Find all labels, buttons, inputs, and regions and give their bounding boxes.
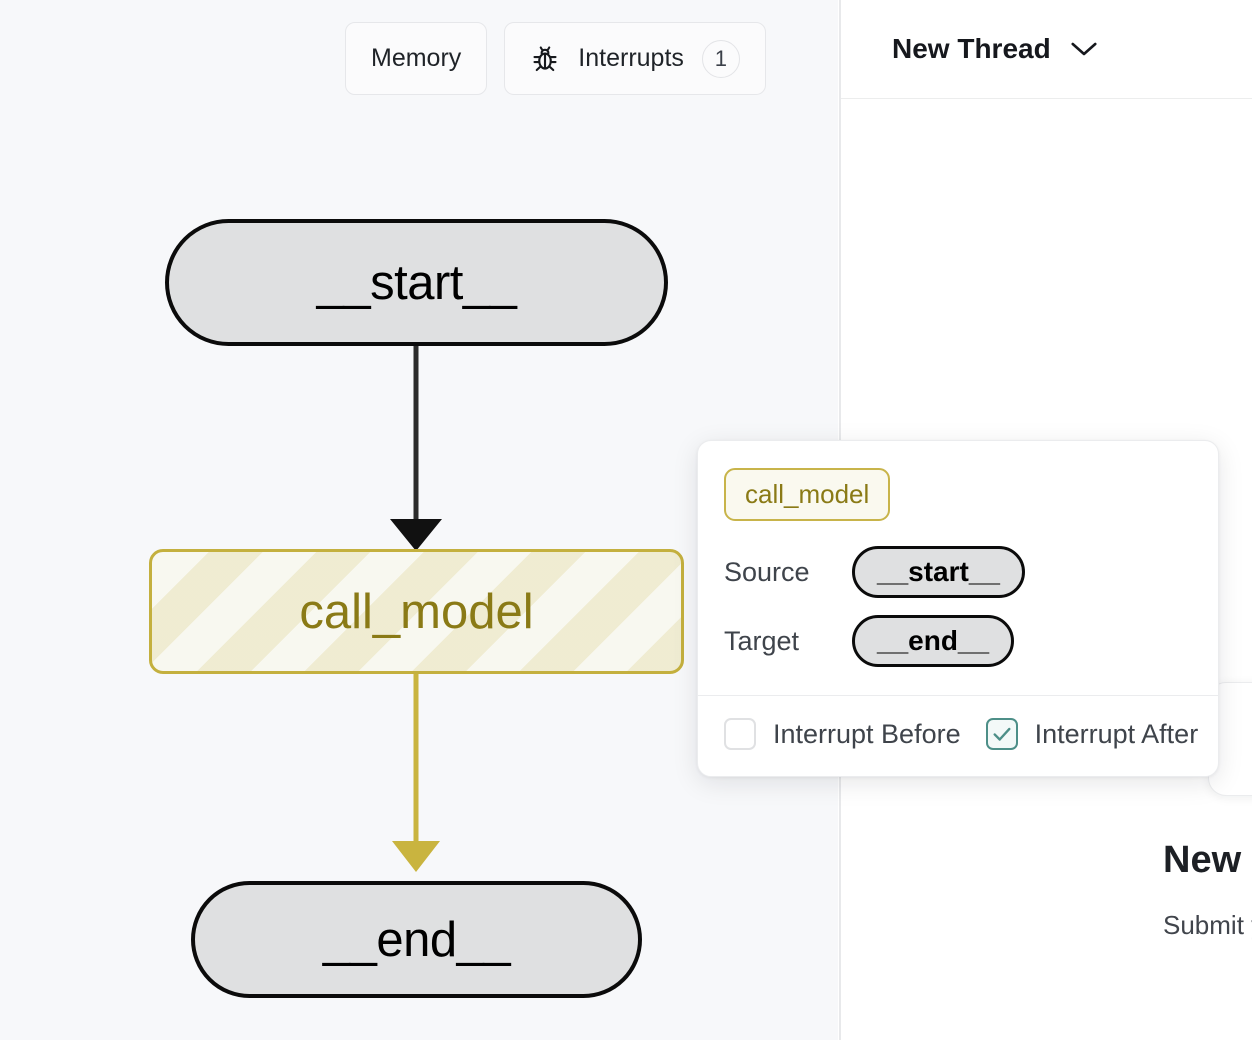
interrupt-after-group[interactable]: Interrupt After: [985, 718, 1199, 750]
thread-empty-state: New Thread Submit your input to get star…: [841, 838, 1252, 941]
graph-node-call-model-label: call_model: [299, 584, 534, 639]
chevron-down-icon: [1069, 40, 1099, 58]
thread-empty-title: New Thread: [1163, 839, 1252, 881]
edge-inspector-body: call_model Source __start__ Target __end…: [698, 441, 1218, 695]
thread-selector[interactable]: New Thread: [892, 33, 1099, 65]
thread-empty-subtitle: Submit your input to get started: [1163, 909, 1252, 940]
edge-source-value[interactable]: __start__: [852, 546, 1025, 598]
interrupts-button[interactable]: Interrupts 1: [504, 22, 766, 95]
graph-node-start[interactable]: __start__: [165, 219, 668, 346]
graph-node-call-model[interactable]: call_model: [149, 549, 684, 674]
interrupt-before-group[interactable]: Interrupt Before: [724, 718, 961, 750]
edge-source-row: Source __start__: [724, 546, 1192, 598]
edge-target-value[interactable]: __end__: [852, 615, 1015, 667]
edge-target-row: Target __end__: [724, 615, 1192, 667]
edge-target-label: Target: [724, 625, 800, 656]
interrupt-after-checkbox[interactable]: [985, 718, 1018, 750]
check-icon: [993, 727, 1011, 741]
graph-toolbar: Memory: [345, 22, 766, 95]
interrupts-count-badge: 1: [701, 39, 740, 78]
interrupt-after-label: Interrupt After: [1034, 718, 1199, 749]
memory-button[interactable]: Memory: [345, 22, 488, 95]
edge-source-label: Source: [724, 556, 810, 587]
graph-node-start-label: __start__: [316, 255, 517, 310]
interrupts-button-label: Interrupts: [578, 44, 684, 72]
memory-button-label: Memory: [371, 44, 462, 72]
thread-header: New Thread: [841, 0, 1252, 99]
graph-node-end-label: __end__: [322, 912, 511, 967]
edge-inspector-popup: call_model Source __start__ Target __end…: [697, 440, 1219, 777]
thread-title: New Thread: [892, 33, 1051, 64]
interrupt-before-checkbox[interactable]: [724, 718, 756, 750]
edge-node-tag[interactable]: call_model: [724, 468, 891, 521]
edge-inspector-footer: Interrupt Before Interrupt After: [698, 695, 1218, 776]
graph-node-end[interactable]: __end__: [191, 881, 642, 998]
bug-icon: [530, 44, 560, 74]
interrupt-before-label: Interrupt Before: [773, 718, 961, 749]
